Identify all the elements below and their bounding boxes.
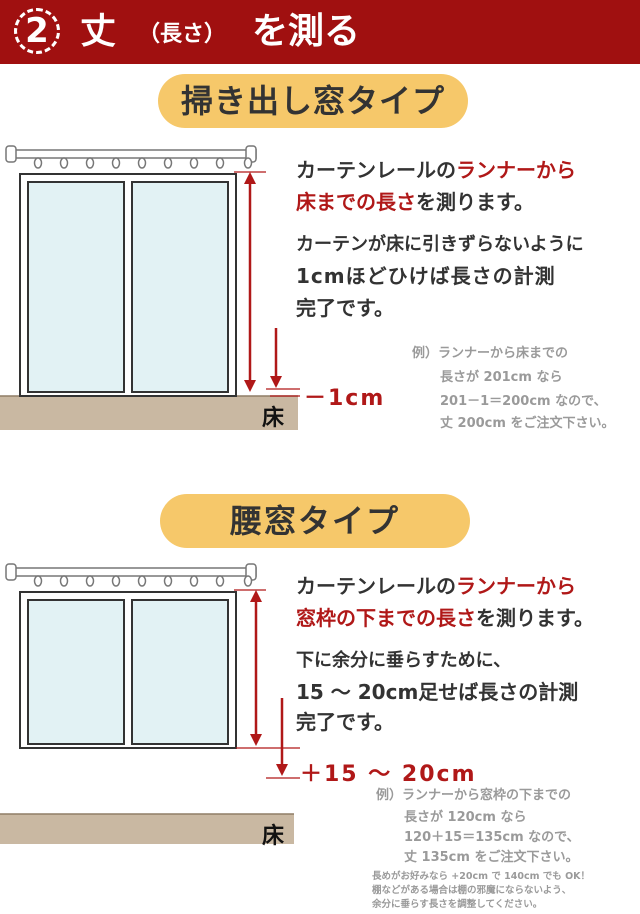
section2-footnote-line2: 棚などがある場合は棚の邪魔にならないよう、 (372, 885, 572, 896)
section1-diagram (0, 145, 300, 430)
window-pane-right (131, 599, 229, 745)
section1-floor-label: 床 (262, 406, 285, 431)
section2-note-line2: 15 ～ 20cm足せば長さの計測 (296, 680, 579, 704)
section2-title: 腰窓タイプ (160, 494, 470, 548)
section2-desc-line1: カーテンレールのランナーから (296, 574, 576, 598)
section2-footnote-line1: 長めがお好みなら +20cm で 140cm でも OK！ (372, 871, 591, 882)
section2-example-line4: 丈 135cm をご注文下さい。 (404, 850, 579, 865)
page-header (0, 0, 640, 64)
window-pane-left (27, 599, 125, 745)
section2-measure-label: ＋15 ～ 20cm (300, 762, 477, 787)
window-pane-left (27, 181, 125, 393)
section1-desc-line1: カーテンレールのランナーから (296, 158, 576, 182)
window-pane-right (131, 181, 229, 393)
section1-note-line3: 完了です。 (296, 296, 394, 320)
header-title-rest: を測る (252, 11, 361, 52)
section2-example-line3: 120＋15＝135cm なので、 (404, 830, 580, 845)
header-title-sub: （長さ） (138, 22, 227, 47)
section1-measure-label: －1cm (304, 386, 386, 411)
runners (33, 157, 253, 169)
section1-example-line3: 201－1＝200cm なので、 (440, 394, 607, 409)
curtain-rail (7, 149, 257, 159)
step-number-badge: 2 (14, 8, 60, 54)
section2-example-line1: 例）ランナーから窓枠の下までの (376, 788, 572, 803)
section2-footnote-line3: 余分に垂らす長さを調整してください。 (372, 899, 543, 910)
section1-example-line4: 丈 200cm をご注文下さい。 (440, 416, 615, 431)
header-title-main: 丈 (80, 11, 117, 52)
section1-example-line1: 例）ランナーから床までの (412, 346, 569, 361)
section2-desc-line2: 窓枠の下までの長さを測ります。 (296, 606, 594, 630)
floor-strip (0, 396, 298, 430)
runners (33, 575, 253, 587)
section1-desc-line2: 床までの長さを測ります。 (296, 190, 534, 214)
section1-note-line1: カーテンが床に引きずらないように (296, 234, 584, 255)
section2-diagram (0, 563, 300, 844)
section2-floor-label: 床 (262, 824, 285, 849)
section1-example-line2: 長さが 201cm なら (440, 370, 563, 385)
section1-note-line2: 1cmほどひけば長さの計測 (296, 264, 556, 288)
section1-title: 掃き出し窓タイプ (158, 74, 468, 128)
section2-example-line2: 長さが 120cm なら (404, 810, 527, 825)
curtain-rail (7, 567, 257, 577)
section2-note-line1: 下に余分に垂らすために、 (296, 650, 512, 671)
floor-strip (0, 814, 294, 844)
section2-note-line3: 完了です。 (296, 710, 394, 734)
